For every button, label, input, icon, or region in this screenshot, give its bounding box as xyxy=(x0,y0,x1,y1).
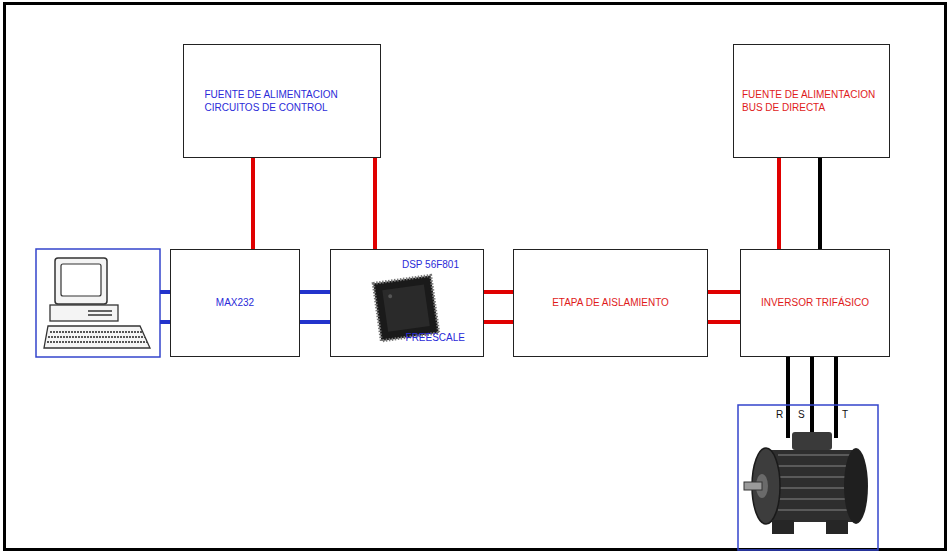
keyboard xyxy=(44,326,150,348)
phase-wire xyxy=(834,357,838,438)
cooling-fin xyxy=(778,498,850,500)
process-box: ETAPA DE AISLAMIENTO xyxy=(513,249,708,357)
motor-frame xyxy=(738,405,878,550)
cooling-fin xyxy=(778,509,850,511)
phase-label: T xyxy=(841,409,849,420)
icon-frame xyxy=(36,249,160,357)
box-label: INVERSOR TRIFÁSICO xyxy=(761,296,869,310)
keyboard-keys xyxy=(48,336,145,338)
signal-connector xyxy=(484,320,513,324)
cooling-fin xyxy=(778,454,850,456)
chip-picture xyxy=(373,275,439,341)
power-supply-box: FUENTE DE ALIMENTACION BUS DE DIRECTA xyxy=(733,44,890,158)
chip-package xyxy=(373,275,439,341)
signal-connector xyxy=(300,320,330,324)
power-supply-box: FUENTE DE ALIMENTACION CIRCUITOS DE CONT… xyxy=(183,44,381,158)
phase-label: R xyxy=(775,409,784,420)
phase-label: S xyxy=(797,409,806,420)
signal-connector xyxy=(708,290,740,294)
signal-connector xyxy=(708,320,740,324)
chip-dot xyxy=(388,294,393,299)
terminal-box xyxy=(792,432,832,450)
box-label: FUENTE DE ALIMENTACION CIRCUITOS DE CONT… xyxy=(205,88,360,115)
signal-connector xyxy=(777,158,781,249)
keyboard-keys xyxy=(50,331,142,333)
disk-slot xyxy=(88,314,112,316)
process-box: MAX232 xyxy=(170,249,300,357)
signal-connector xyxy=(300,290,330,294)
cooling-fin xyxy=(778,476,850,478)
disk-slot xyxy=(88,310,112,312)
monitor xyxy=(55,258,107,304)
processor-box: DSP 56F801FREESCALE xyxy=(330,249,484,357)
box-label: ETAPA DE AISLAMIENTO xyxy=(552,296,669,310)
shaft xyxy=(744,482,762,490)
computer-icon xyxy=(36,249,160,357)
signal-connector xyxy=(373,158,377,249)
cooling-fin xyxy=(778,487,850,489)
monitor-screen xyxy=(61,264,101,296)
box-label: MAX232 xyxy=(216,296,254,310)
process-box: INVERSOR TRIFÁSICO xyxy=(740,249,890,357)
motor-picture xyxy=(738,405,878,550)
signal-connector xyxy=(818,158,822,249)
chip-name: DSP 56F801 xyxy=(402,258,459,272)
phase-wire xyxy=(786,357,790,438)
motor-foot xyxy=(826,520,848,534)
maker-name: FREESCALE xyxy=(406,331,465,345)
signal-connector xyxy=(251,158,255,249)
chip-body xyxy=(382,284,429,331)
cooling-fin xyxy=(778,465,850,467)
box-label: FUENTE DE ALIMENTACION BUS DE DIRECTA xyxy=(742,88,881,115)
outer-frame xyxy=(5,4,946,550)
cpu-case xyxy=(50,305,118,321)
keyboard-keys xyxy=(47,341,147,343)
signal-connector xyxy=(484,290,513,294)
motor-foot xyxy=(772,520,794,534)
fan-cover xyxy=(844,448,868,524)
phase-wire xyxy=(810,357,814,438)
